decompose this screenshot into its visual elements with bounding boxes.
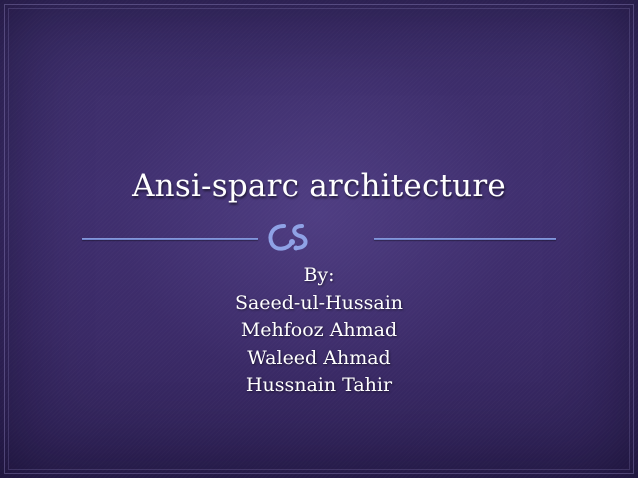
by-label: By:	[303, 264, 335, 286]
authors-block: By: Saeed-ul-Hussain Mehfooz Ahmad Walee…	[0, 262, 638, 400]
title-divider-right	[374, 238, 556, 240]
author-name: Saeed-ul-Hussain	[234, 291, 404, 314]
title-divider-left	[82, 238, 258, 240]
author-name: Mehfooz Ahmad	[240, 319, 398, 341]
slide-title: Ansi-sparc architecture	[132, 168, 506, 204]
author-name: Waleed Ahmad	[247, 346, 391, 369]
author-name: Hussnain Tahir	[245, 374, 393, 396]
cs-swirl-ornament-icon	[268, 224, 308, 251]
